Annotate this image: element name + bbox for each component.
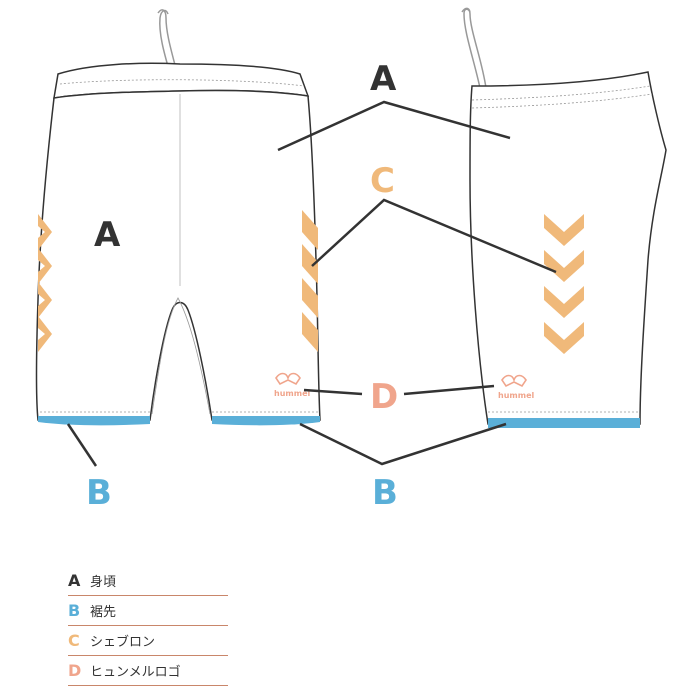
side-drawstring-left [463, 8, 481, 89]
legend-label-c: シェブロン [90, 635, 156, 650]
side-hummel-logo: hummel [498, 374, 534, 400]
legend-letter-c: C [68, 631, 80, 650]
legend-row-a: A 身頃 [68, 566, 228, 596]
side-body [469, 71, 667, 425]
side-chevrons [544, 214, 584, 354]
front-hem-left [38, 416, 150, 426]
callout-b-left: B [86, 473, 112, 513]
leader-c [311, 198, 557, 274]
front-chevrons-right [302, 210, 318, 352]
leader-b-left [66, 423, 98, 467]
front-view-shorts: hummel [35, 9, 321, 426]
legend: A 身頃 B 裾先 C シェブロン D ヒュンメルロゴ [68, 566, 228, 686]
legend-label-a: 身頃 [90, 575, 117, 590]
shorts-diagram: hummel hummel [35, 7, 667, 513]
front-hummel-logo: hummel [274, 372, 310, 398]
callout-b-right: B [372, 473, 398, 513]
legend-letter-b: B [68, 601, 81, 620]
front-body [35, 89, 321, 421]
legend-label-b: 裾先 [90, 605, 117, 620]
leader-lines [66, 100, 557, 467]
legend-row-d: D ヒュンメルロゴ [68, 656, 228, 686]
side-hem [488, 418, 640, 428]
callout-a-top: A [370, 59, 397, 99]
side-view-shorts: hummel [461, 7, 667, 428]
leader-a [277, 100, 511, 152]
front-logo-text: hummel [274, 389, 310, 398]
legend-label-d: ヒュンメルロゴ [90, 665, 181, 680]
front-chevrons-left [38, 214, 52, 352]
leader-b-right [299, 422, 507, 466]
callout-c: C [370, 161, 395, 201]
callout-d: D [370, 377, 398, 417]
legend-letter-a: A [68, 571, 81, 590]
legend-row-b: B 裾先 [68, 596, 228, 626]
side-drawstring-right [461, 7, 487, 89]
callout-a-front: A [94, 215, 121, 255]
leader-d-left [303, 388, 363, 396]
side-logo-text: hummel [498, 391, 534, 400]
leader-d-right [403, 384, 495, 396]
legend-row-c: C シェブロン [68, 626, 228, 656]
legend-letter-d: D [68, 661, 82, 680]
front-hem-right [212, 416, 320, 426]
